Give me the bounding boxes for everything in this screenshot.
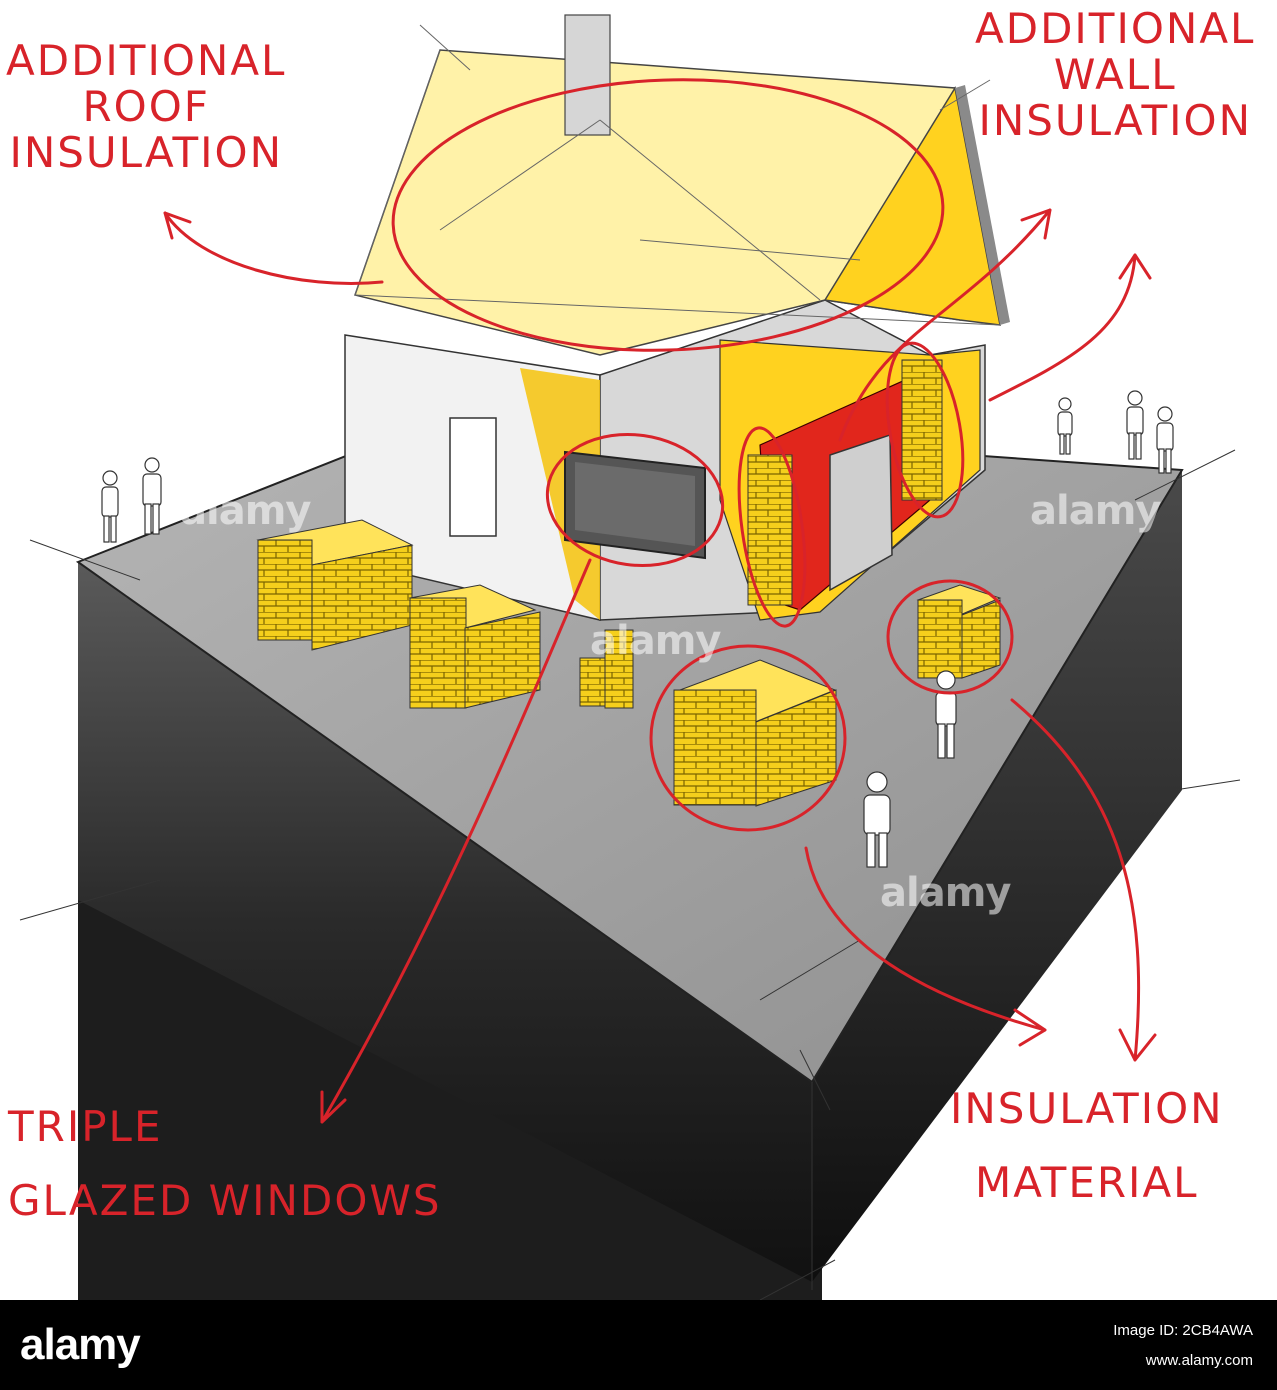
window-circle xyxy=(545,432,725,568)
annotation-triple-glazed-windows: TRIPLE GLAZED WINDOWS xyxy=(8,1090,442,1238)
stack-2 xyxy=(408,584,541,709)
chimney xyxy=(564,14,611,136)
wall-circle-right xyxy=(885,341,965,519)
patio-door xyxy=(829,433,893,592)
annotation-line: WALL xyxy=(1053,50,1177,99)
person-7 xyxy=(863,771,891,868)
stack-circle-right xyxy=(886,579,1014,695)
annotation-line: MATERIAL xyxy=(974,1158,1199,1207)
person-2 xyxy=(142,457,162,535)
annotation-line: INSULATION xyxy=(9,128,283,177)
annotation-insulation-material: INSULATION MATERIAL xyxy=(950,1072,1224,1220)
block-left-face xyxy=(78,562,812,1282)
block-right-face xyxy=(812,470,1182,1282)
stock-footer-bar: alamy Image ID: 2CB4AWA www.alamy.com xyxy=(0,1300,1277,1390)
people xyxy=(101,390,1174,868)
annotation-line: ROOF xyxy=(82,82,210,131)
site-url: www.alamy.com xyxy=(1145,1352,1253,1369)
person-5 xyxy=(1156,406,1174,474)
window-glass xyxy=(575,462,695,546)
annotation-line: TRIPLE xyxy=(8,1102,163,1151)
wall-arrow-1 xyxy=(838,208,1052,442)
stack-circle-left xyxy=(649,644,847,832)
person-4 xyxy=(1126,390,1144,460)
stack-5 xyxy=(916,584,1002,679)
annotation-line: ADDITIONAL xyxy=(975,4,1256,53)
annotation-additional-wall-insulation: ADDITIONAL WALL INSULATION xyxy=(975,6,1255,144)
annotation-line: INSULATION xyxy=(950,1084,1224,1133)
person-6 xyxy=(935,670,957,759)
stack-3 xyxy=(579,629,634,709)
construction-lines xyxy=(19,449,1241,1301)
insulation-bricks-left xyxy=(747,454,793,606)
alamy-logo: alamy xyxy=(20,1320,141,1369)
annotation-line: INSULATION xyxy=(978,96,1252,145)
watermark: alamy xyxy=(880,870,1011,916)
material-arrow-1 xyxy=(804,846,1047,1047)
watermark: alamy xyxy=(590,618,721,664)
front-door xyxy=(449,417,497,537)
insulation-stacks xyxy=(256,519,1002,807)
wall-arrow-2 xyxy=(988,253,1152,402)
watermark: alamy xyxy=(1030,488,1161,534)
image-id: Image ID: 2CB4AWA xyxy=(1113,1322,1253,1339)
annotation-marks xyxy=(163,78,1157,1124)
annotation-line: ADDITIONAL xyxy=(6,36,287,85)
insulation-bricks-right xyxy=(901,359,943,501)
person-3 xyxy=(1057,397,1073,455)
watermark: alamy xyxy=(180,488,311,534)
stack-4 xyxy=(673,659,837,807)
wall-circle-left xyxy=(737,426,807,628)
roof-arrow xyxy=(163,211,384,285)
annotation-line: GLAZED WINDOWS xyxy=(8,1176,442,1225)
window-arrow xyxy=(320,558,592,1124)
front-wall-insulation xyxy=(520,368,600,620)
house xyxy=(344,14,1010,621)
material-arrow-2 xyxy=(1010,698,1157,1062)
roof-circle xyxy=(391,78,945,352)
person-1 xyxy=(101,470,119,543)
stack-1 xyxy=(256,519,414,651)
annotation-additional-roof-insulation: ADDITIONAL ROOF INSULATION xyxy=(6,38,286,176)
house-insulation-illustration xyxy=(19,14,1241,1301)
roof-wireframe xyxy=(354,24,1001,326)
diagram: alamy alamy alamy alamy ADDITIONAL ROOF … xyxy=(6,6,1255,1301)
